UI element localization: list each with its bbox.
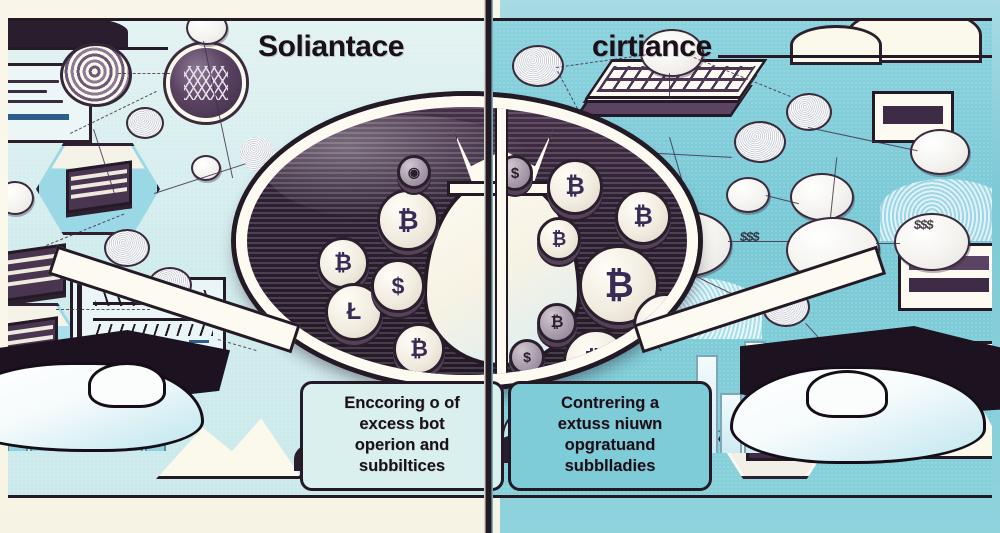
caption-left-line-1: Enccoring o of bbox=[344, 393, 460, 412]
coin-icon: ₿ bbox=[317, 237, 369, 289]
coin-icon: Ł bbox=[325, 283, 383, 341]
magnifying-glass: ₿ ₿ Ł $ ₿ ◉ $ $ ₿ ₿ ₿ ₿ ₿ ₿ ₿ $ bbox=[47, 96, 887, 386]
panel-divider bbox=[486, 0, 491, 533]
network-node-icon bbox=[191, 155, 221, 181]
coin-icon: ₿ bbox=[377, 189, 439, 251]
hand-holding-magnifier-right bbox=[700, 326, 1000, 480]
connector-line bbox=[876, 243, 900, 244]
network-node-icon bbox=[512, 45, 564, 87]
connector-line bbox=[728, 241, 790, 242]
page-title-right: cirtiance bbox=[592, 30, 712, 63]
caption-right-line-4: subblladies bbox=[564, 456, 656, 475]
page-title-left: Soliantace bbox=[258, 30, 405, 63]
network-node-icon bbox=[786, 93, 832, 131]
connector-line bbox=[118, 73, 170, 74]
thumb bbox=[806, 370, 888, 418]
caption-right-line-2: extuss niuwn bbox=[557, 414, 663, 433]
magnifier-lens: ₿ ₿ Ł $ ₿ ◉ $ $ ₿ ₿ ₿ ₿ ₿ ₿ ₿ $ bbox=[236, 96, 698, 386]
coin-icon: $ bbox=[509, 339, 545, 375]
caption-left: Enccoring o of excess bot operion and su… bbox=[300, 380, 504, 491]
coin-icon: ₿ bbox=[615, 189, 671, 245]
network-node-icon bbox=[126, 107, 164, 139]
coin-icon: ◉ bbox=[397, 155, 431, 189]
connector-line bbox=[56, 309, 150, 310]
caption-right-line-3: opgratuand bbox=[564, 435, 656, 454]
network-burst-icon bbox=[150, 29, 262, 137]
server-block-icon bbox=[872, 91, 954, 143]
coin-icon: ₿ bbox=[393, 323, 445, 375]
network-node-icon bbox=[8, 181, 34, 215]
caption-left-line-3: operion and bbox=[354, 435, 450, 454]
caption-left-line-2: excess bot bbox=[359, 414, 445, 433]
caption-left-line-4: subbiltices bbox=[358, 456, 446, 475]
micro-label: $$$ bbox=[739, 229, 760, 244]
network-node-icon bbox=[640, 29, 704, 77]
network-node-icon bbox=[894, 213, 970, 271]
network-node-icon bbox=[726, 177, 770, 213]
ledger-stack-icon bbox=[66, 160, 132, 214]
coin-icon: ₿ bbox=[537, 217, 581, 261]
cloud-icon bbox=[8, 21, 128, 49]
coin-icon: ₿ bbox=[547, 159, 603, 215]
micro-label: $$$ bbox=[913, 217, 934, 232]
horizon-line bbox=[718, 55, 992, 58]
network-node-icon bbox=[790, 173, 854, 221]
caption-right-line-1: Contrering a bbox=[560, 393, 660, 412]
network-glyph bbox=[183, 65, 229, 101]
network-node-icon bbox=[734, 121, 786, 163]
lens-divider-line bbox=[495, 107, 508, 375]
hand-holding-magnifier-left bbox=[0, 330, 270, 478]
thumb bbox=[88, 362, 166, 408]
spiral-target-icon bbox=[60, 43, 132, 107]
coin-icon: ₿ bbox=[537, 303, 577, 343]
cloud-icon bbox=[790, 25, 882, 65]
network-node-icon bbox=[910, 129, 970, 175]
caption-right: Contrering a extuss niuwn opgratuand sub… bbox=[508, 380, 712, 491]
network-node-icon bbox=[104, 229, 150, 267]
coin-icon: $ bbox=[371, 259, 425, 313]
connector-line bbox=[669, 73, 670, 97]
coin-icon: ₿ bbox=[563, 329, 629, 375]
